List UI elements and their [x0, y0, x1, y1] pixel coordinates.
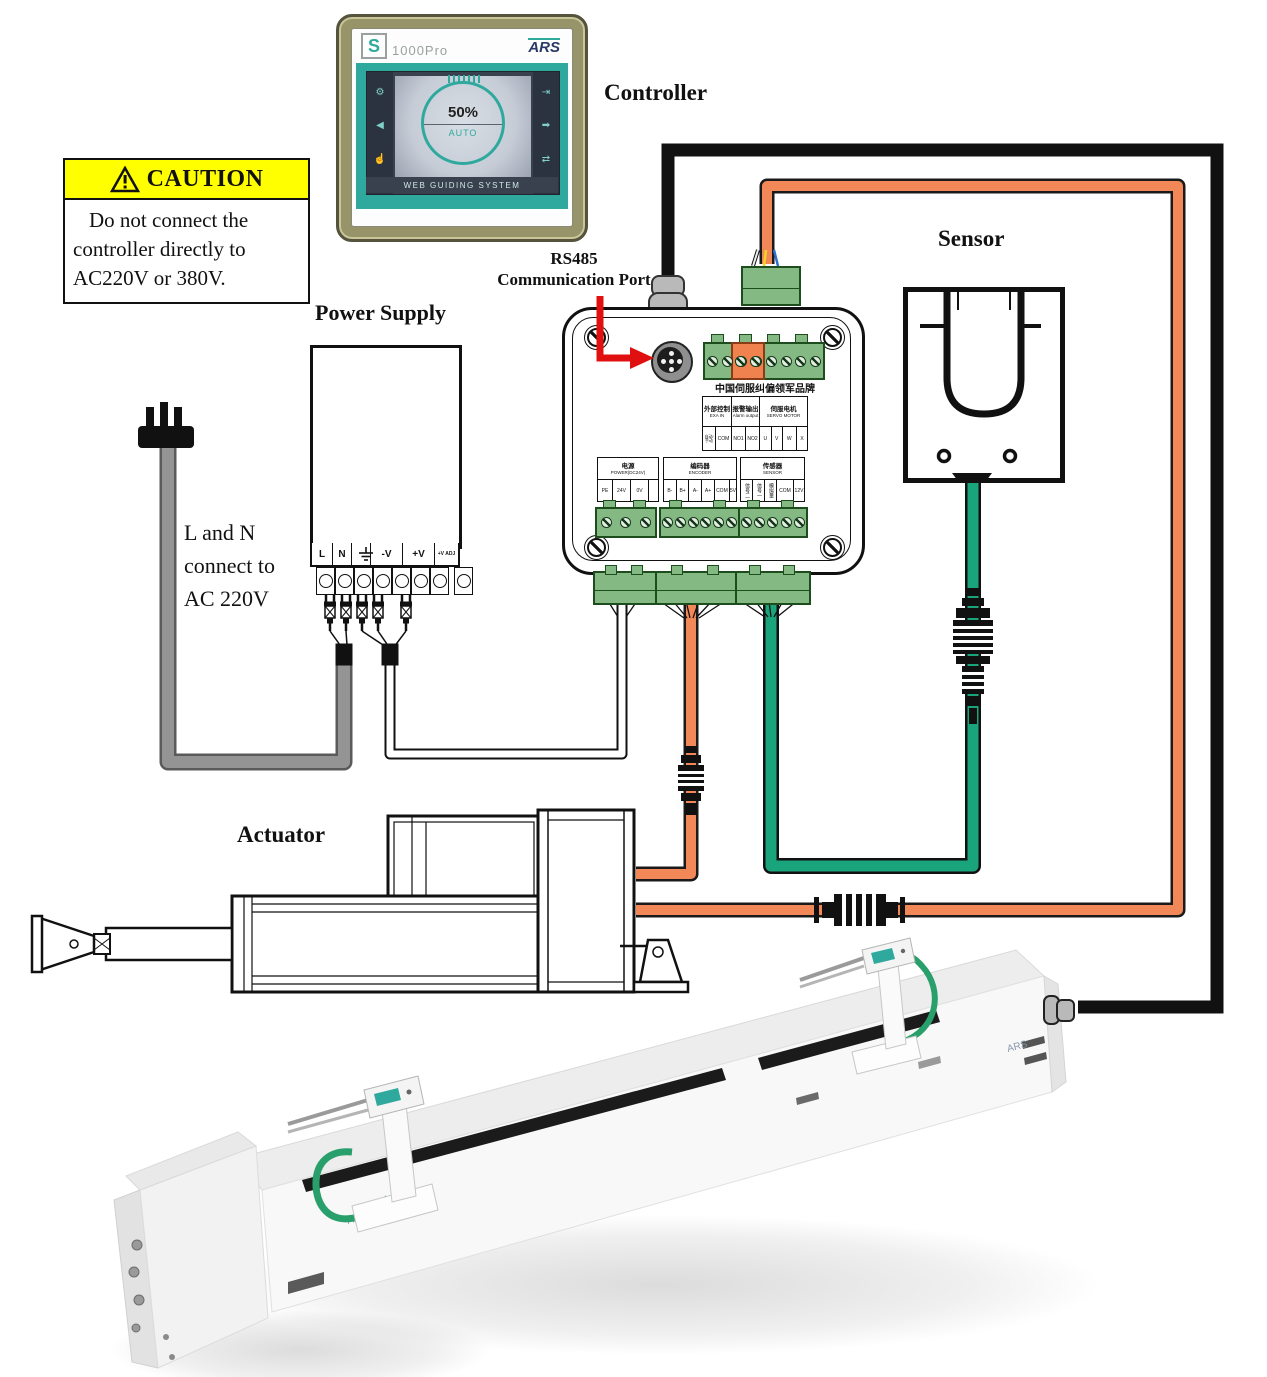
power-supply-terminal-labels: L N -V +V +V ADJ	[310, 543, 460, 567]
rail-sensor-carriage-a	[287, 1075, 439, 1233]
sensor-label: Sensor	[938, 226, 1005, 251]
screw-terminal[interactable]	[373, 567, 392, 595]
screw-terminal[interactable]	[392, 567, 411, 595]
power-terminal-strip[interactable]	[595, 507, 657, 538]
spade-terminals	[324, 594, 412, 666]
ac220-note: L and N connect to AC 220V	[184, 520, 276, 611]
actuator-drawing	[30, 808, 690, 994]
motor-inline-connector	[814, 894, 905, 926]
gauge-area: 50% AUTO	[395, 74, 531, 178]
screw-terminal[interactable]	[354, 567, 373, 595]
power-supply-label: Power Supply	[315, 300, 447, 325]
encoder-cable	[636, 600, 699, 882]
board-inner-frame	[572, 317, 851, 561]
board-screw	[820, 535, 845, 560]
adj-potentiometer[interactable]	[454, 567, 473, 595]
terminal-N: N	[333, 543, 352, 565]
board-screw	[584, 535, 609, 560]
dc-power-cable	[384, 600, 628, 760]
controller-label: Controller	[604, 80, 708, 105]
board-brand-text: 中国伺服纠偏领军品牌	[715, 384, 815, 395]
top-plug-wires	[751, 249, 780, 267]
encoder-inline-connector	[678, 746, 704, 815]
controller-device: S 1000Pro ARS ⚙ ◀ ☝ 50% AUTO ⇥	[336, 14, 588, 242]
screw-terminal[interactable]	[316, 567, 335, 595]
s-logo: S	[361, 33, 387, 59]
rs485-port[interactable]	[651, 341, 693, 383]
power-plug[interactable]	[593, 565, 657, 605]
controller-panel: S 1000Pro ARS ⚙ ◀ ☝ 50% AUTO ⇥	[351, 28, 573, 227]
encoder-plug[interactable]	[655, 565, 738, 605]
power-supply-box	[310, 345, 462, 549]
ac-plug	[138, 402, 194, 448]
rail-cable-gland	[1043, 995, 1075, 1025]
ac-power-cable	[159, 447, 353, 771]
sensor-fork-body	[903, 287, 1065, 483]
center-icon[interactable]: ⇥	[541, 87, 551, 99]
terminal-adj: +V ADJ	[437, 550, 456, 557]
rail-logo: ARS	[1006, 1039, 1029, 1055]
settings-icon[interactable]: ⚙	[375, 87, 385, 99]
communication-cable	[661, 143, 1224, 1014]
sensor-terminal-strip[interactable]	[738, 507, 808, 538]
power-supply-screw-terminals	[316, 567, 473, 595]
io-terminal-highlight	[731, 342, 765, 380]
motor-power-cable	[636, 178, 1186, 918]
screen-footer: WEB GUIDING SYSTEM	[366, 177, 558, 193]
warning-icon	[109, 165, 140, 192]
controller-model: 1000Pro	[392, 42, 449, 58]
gauge-mode: AUTO	[448, 127, 478, 138]
rail-photo: ARS ARS	[110, 937, 1100, 1377]
screw-terminal[interactable]	[411, 567, 430, 595]
direction-icon[interactable]: ⇄	[541, 153, 551, 165]
controller-screen-frame: ⚙ ◀ ☝ 50% AUTO ⇥ ➡ ⇄ WEB GUIDING SYSTEM	[356, 63, 568, 209]
caution-text: Do not connect the controller directly t…	[73, 208, 249, 290]
screw-terminal[interactable]	[430, 567, 449, 595]
caution-box: CAUTION Do not connect the controller di…	[63, 158, 310, 304]
back-icon[interactable]: ◀	[376, 120, 384, 132]
actuator-label: Actuator	[237, 822, 326, 847]
ars-logo: ARS	[528, 37, 560, 56]
gauge-value: 50%	[424, 104, 502, 125]
run-icon[interactable]: ➡	[541, 120, 551, 132]
sensor-inline-connector	[953, 588, 993, 724]
rail-sensor-carriage-b	[799, 937, 938, 1075]
terminal-plusV: +V	[403, 543, 435, 565]
sensor-plug[interactable]	[735, 565, 811, 605]
caution-title: CAUTION	[146, 165, 264, 192]
screw-terminal[interactable]	[335, 567, 354, 595]
controller-screen: ⚙ ◀ ☝ 50% AUTO ⇥ ➡ ⇄	[366, 71, 560, 195]
manual-icon[interactable]: ☝	[373, 153, 387, 165]
encoder-terminal-strip[interactable]	[659, 507, 740, 538]
terminal-L: L	[312, 543, 333, 565]
board-screw	[584, 325, 609, 350]
position-gauge: 50% AUTO	[421, 74, 505, 165]
terminal-minusV: -V	[371, 543, 403, 565]
caution-header: CAUTION	[65, 160, 308, 200]
terminal-ground	[352, 543, 371, 565]
top-io-plug[interactable]	[741, 266, 801, 306]
board-screw	[820, 325, 845, 350]
